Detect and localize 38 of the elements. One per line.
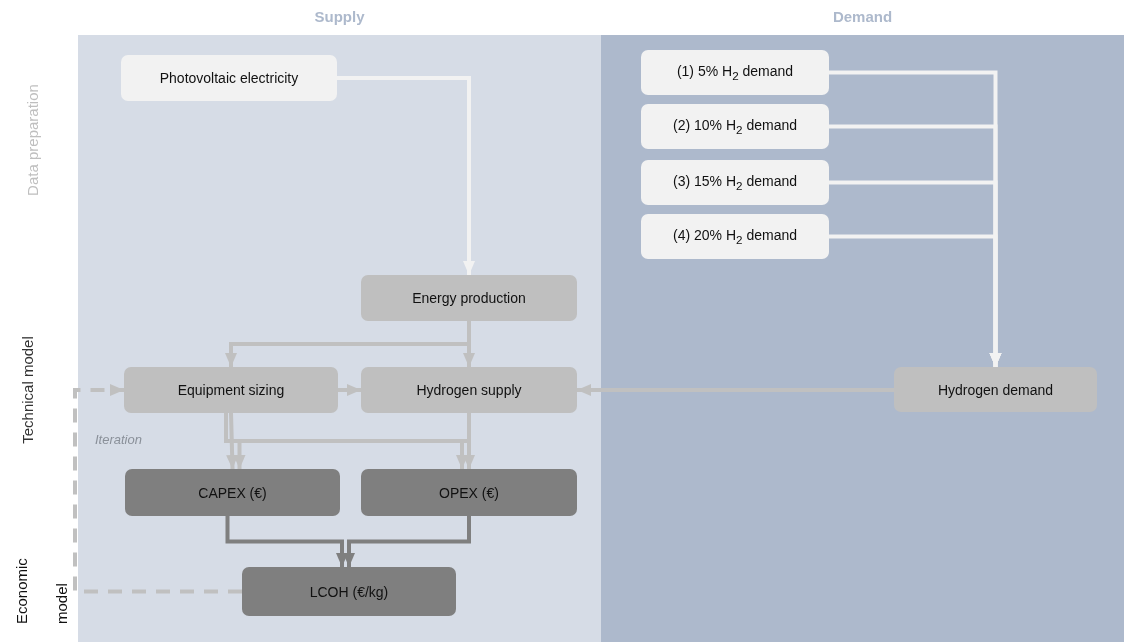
process-box	[361, 275, 577, 321]
arrow	[577, 384, 894, 396]
box-label: OPEX (€)	[439, 484, 499, 501]
process-box	[242, 567, 456, 616]
process-box	[641, 214, 829, 259]
arrow	[226, 412, 239, 470]
box-label: Hydrogen supply	[416, 382, 522, 398]
arrow	[338, 384, 361, 396]
process-box	[641, 50, 829, 95]
process-box	[894, 367, 1097, 412]
box-label: (2) 10% H$_{2}$ demand	[673, 117, 797, 136]
arrow	[343, 516, 471, 567]
process-box	[361, 367, 577, 413]
box-label: Energy production	[412, 290, 526, 306]
box-label: (1) 5% H$_{2}$ demand	[676, 63, 794, 82]
process-box	[361, 469, 577, 516]
row-label: Data preparation	[23, 83, 42, 198]
arrow	[225, 516, 348, 567]
lane-heading: Supply	[313, 8, 366, 25]
lane-heading: Demand	[831, 8, 894, 25]
box-label: LCOH (€/kg)	[309, 583, 389, 600]
process-box	[124, 367, 338, 413]
box-label: Photovoltaic electricity	[159, 70, 299, 86]
box-label: CAPEX (€)	[198, 484, 267, 501]
box-label: (3) 15% H$_{2}$ demand	[673, 173, 797, 192]
process-box	[641, 160, 829, 205]
arrow	[337, 76, 475, 275]
row-label: Economic model	[12, 557, 71, 624]
box-label: Equipment sizing	[177, 382, 285, 398]
process-box	[125, 469, 340, 516]
arrow	[829, 234, 1002, 367]
row-label: Technical model	[18, 335, 37, 446]
process-box	[121, 55, 337, 101]
box-label: Hydrogen demand	[937, 381, 1054, 398]
process-box	[641, 104, 829, 149]
box-label: (4) 20% H$_{2}$ demand	[673, 227, 797, 246]
edge-label: Iteration	[95, 432, 142, 447]
arrow	[73, 384, 242, 594]
